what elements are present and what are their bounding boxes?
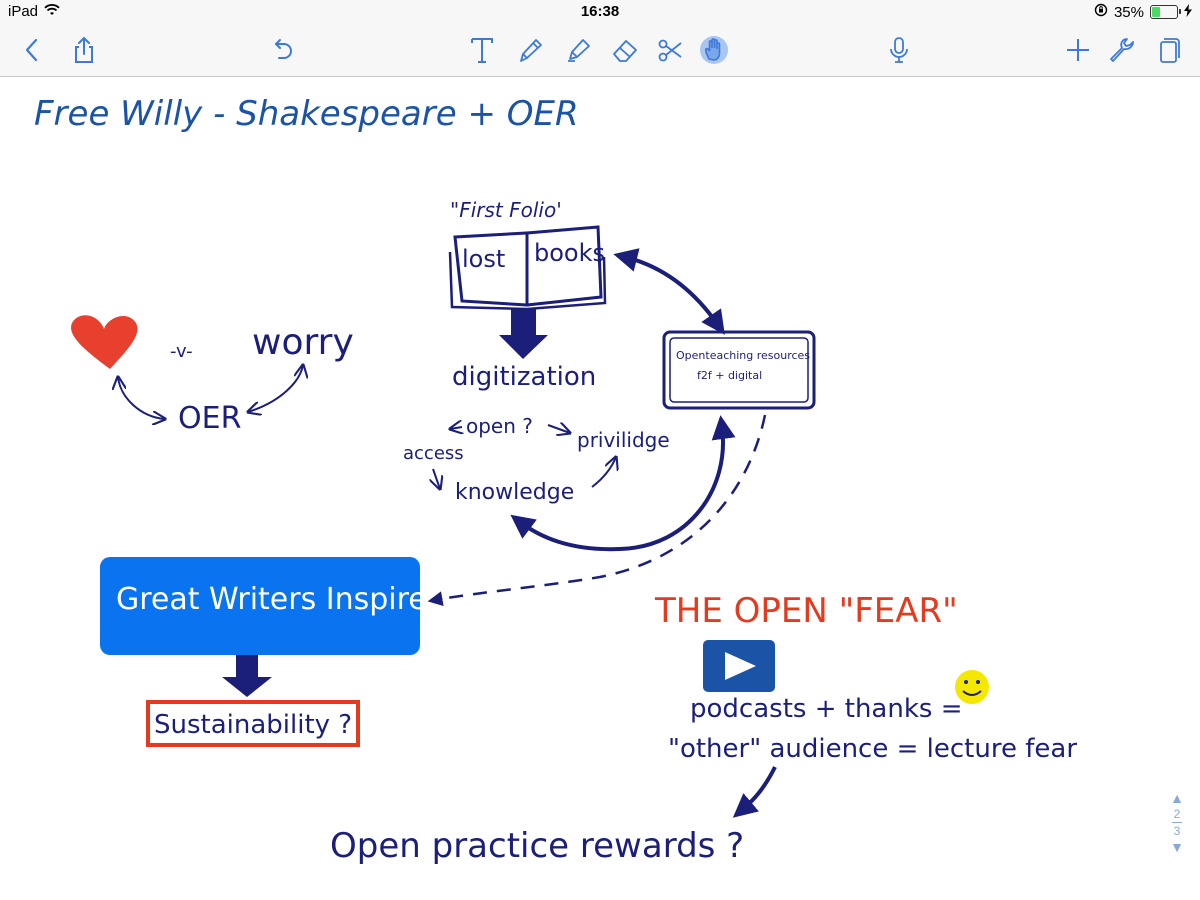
note-canvas[interactable]: Free Willy - Shakespeare + OER "First Fo… [0, 77, 1200, 900]
page-divider [1172, 822, 1182, 823]
open-fear-text: THE OPEN "FEAR" [654, 591, 958, 631]
dashed-arrow-great-writers [427, 414, 767, 607]
open-teaching-box [662, 330, 816, 410]
pages-icon[interactable] [1146, 24, 1190, 76]
microphone-icon[interactable] [877, 24, 921, 76]
oer-text: OER [178, 401, 241, 436]
book-right-text: books [534, 239, 605, 267]
note-title: Free Willy - Shakespeare + OER [34, 94, 579, 134]
page-down-icon[interactable]: ▼ [1170, 839, 1184, 855]
video-play-icon [703, 640, 775, 692]
undo-icon[interactable] [260, 24, 304, 76]
share-icon[interactable] [62, 24, 106, 76]
arrow-oer-worry [248, 365, 303, 412]
open-practice-text: Open practice rewards ? [330, 826, 744, 866]
arrow-open-access [450, 427, 462, 429]
arrow-access-knowledge [433, 468, 440, 489]
open-question-text: open ? [466, 414, 533, 438]
page-current: 2 [1173, 807, 1181, 821]
wifi-icon [44, 3, 60, 20]
sustainability-box [146, 700, 360, 747]
device-name: iPad [8, 3, 39, 20]
first-folio-label: "First Folio' [450, 198, 562, 222]
book-left-text: lost [462, 245, 505, 273]
down-arrow-book [499, 309, 548, 359]
arrow-knowledge-privilege [591, 457, 616, 488]
pen-tool-icon[interactable] [508, 24, 552, 76]
knowledge-text: knowledge [455, 480, 574, 505]
sustainability-text: Sustainability ? [154, 710, 352, 740]
toolbar [0, 24, 1200, 77]
smiley-icon [955, 670, 989, 704]
other-audience-text: "other" audience = lecture fear [668, 734, 1077, 764]
open-teaching-line2: f2f + digital [697, 369, 762, 382]
status-time: 16:38 [580, 3, 620, 20]
privilege-text: privilidge [577, 428, 670, 452]
podcasts-text: podcasts + thanks = [690, 694, 962, 724]
double-arrow-resources [613, 248, 725, 335]
highlighter-tool-icon[interactable] [556, 24, 600, 76]
worry-text: worry [252, 322, 354, 363]
great-writers-text: Great Writers Inspire [116, 582, 427, 617]
charging-icon [1184, 3, 1192, 21]
versus-text: -v- [170, 341, 193, 362]
page-indicator: ▲ 2 3 ▼ [1164, 790, 1190, 855]
orientation-lock-icon [1094, 3, 1108, 21]
eraser-tool-icon[interactable] [603, 24, 647, 76]
arrow-heart-oer [118, 377, 165, 419]
arrow-open-practice [732, 766, 777, 818]
add-icon[interactable] [1056, 24, 1100, 76]
curved-arrow-knowledge [510, 415, 736, 552]
heart-icon [71, 315, 138, 369]
digitization-text: digitization [452, 362, 596, 392]
battery-icon [1150, 5, 1181, 19]
hand-tool-icon[interactable] [692, 24, 736, 76]
great-writers-box [100, 557, 420, 655]
status-bar: iPad 16:38 35% [0, 0, 1200, 24]
scissors-tool-icon[interactable] [648, 24, 692, 76]
drawing-layer: Free Willy - Shakespeare + OER "First Fo… [34, 94, 1077, 866]
down-arrow-great-writers [222, 655, 272, 697]
page-total: 3 [1173, 824, 1181, 838]
page-up-icon[interactable]: ▲ [1170, 790, 1184, 806]
open-teaching-line1: Openteaching resources [676, 349, 810, 362]
text-tool-icon[interactable] [460, 24, 504, 76]
arrow-open-privilege [547, 425, 570, 433]
access-text: access [403, 443, 464, 464]
status-left: iPad [8, 3, 60, 20]
wrench-icon[interactable] [1099, 24, 1143, 76]
battery-percent: 35% [1113, 3, 1144, 21]
back-icon[interactable] [10, 24, 54, 76]
status-right: 35% [1094, 3, 1192, 21]
